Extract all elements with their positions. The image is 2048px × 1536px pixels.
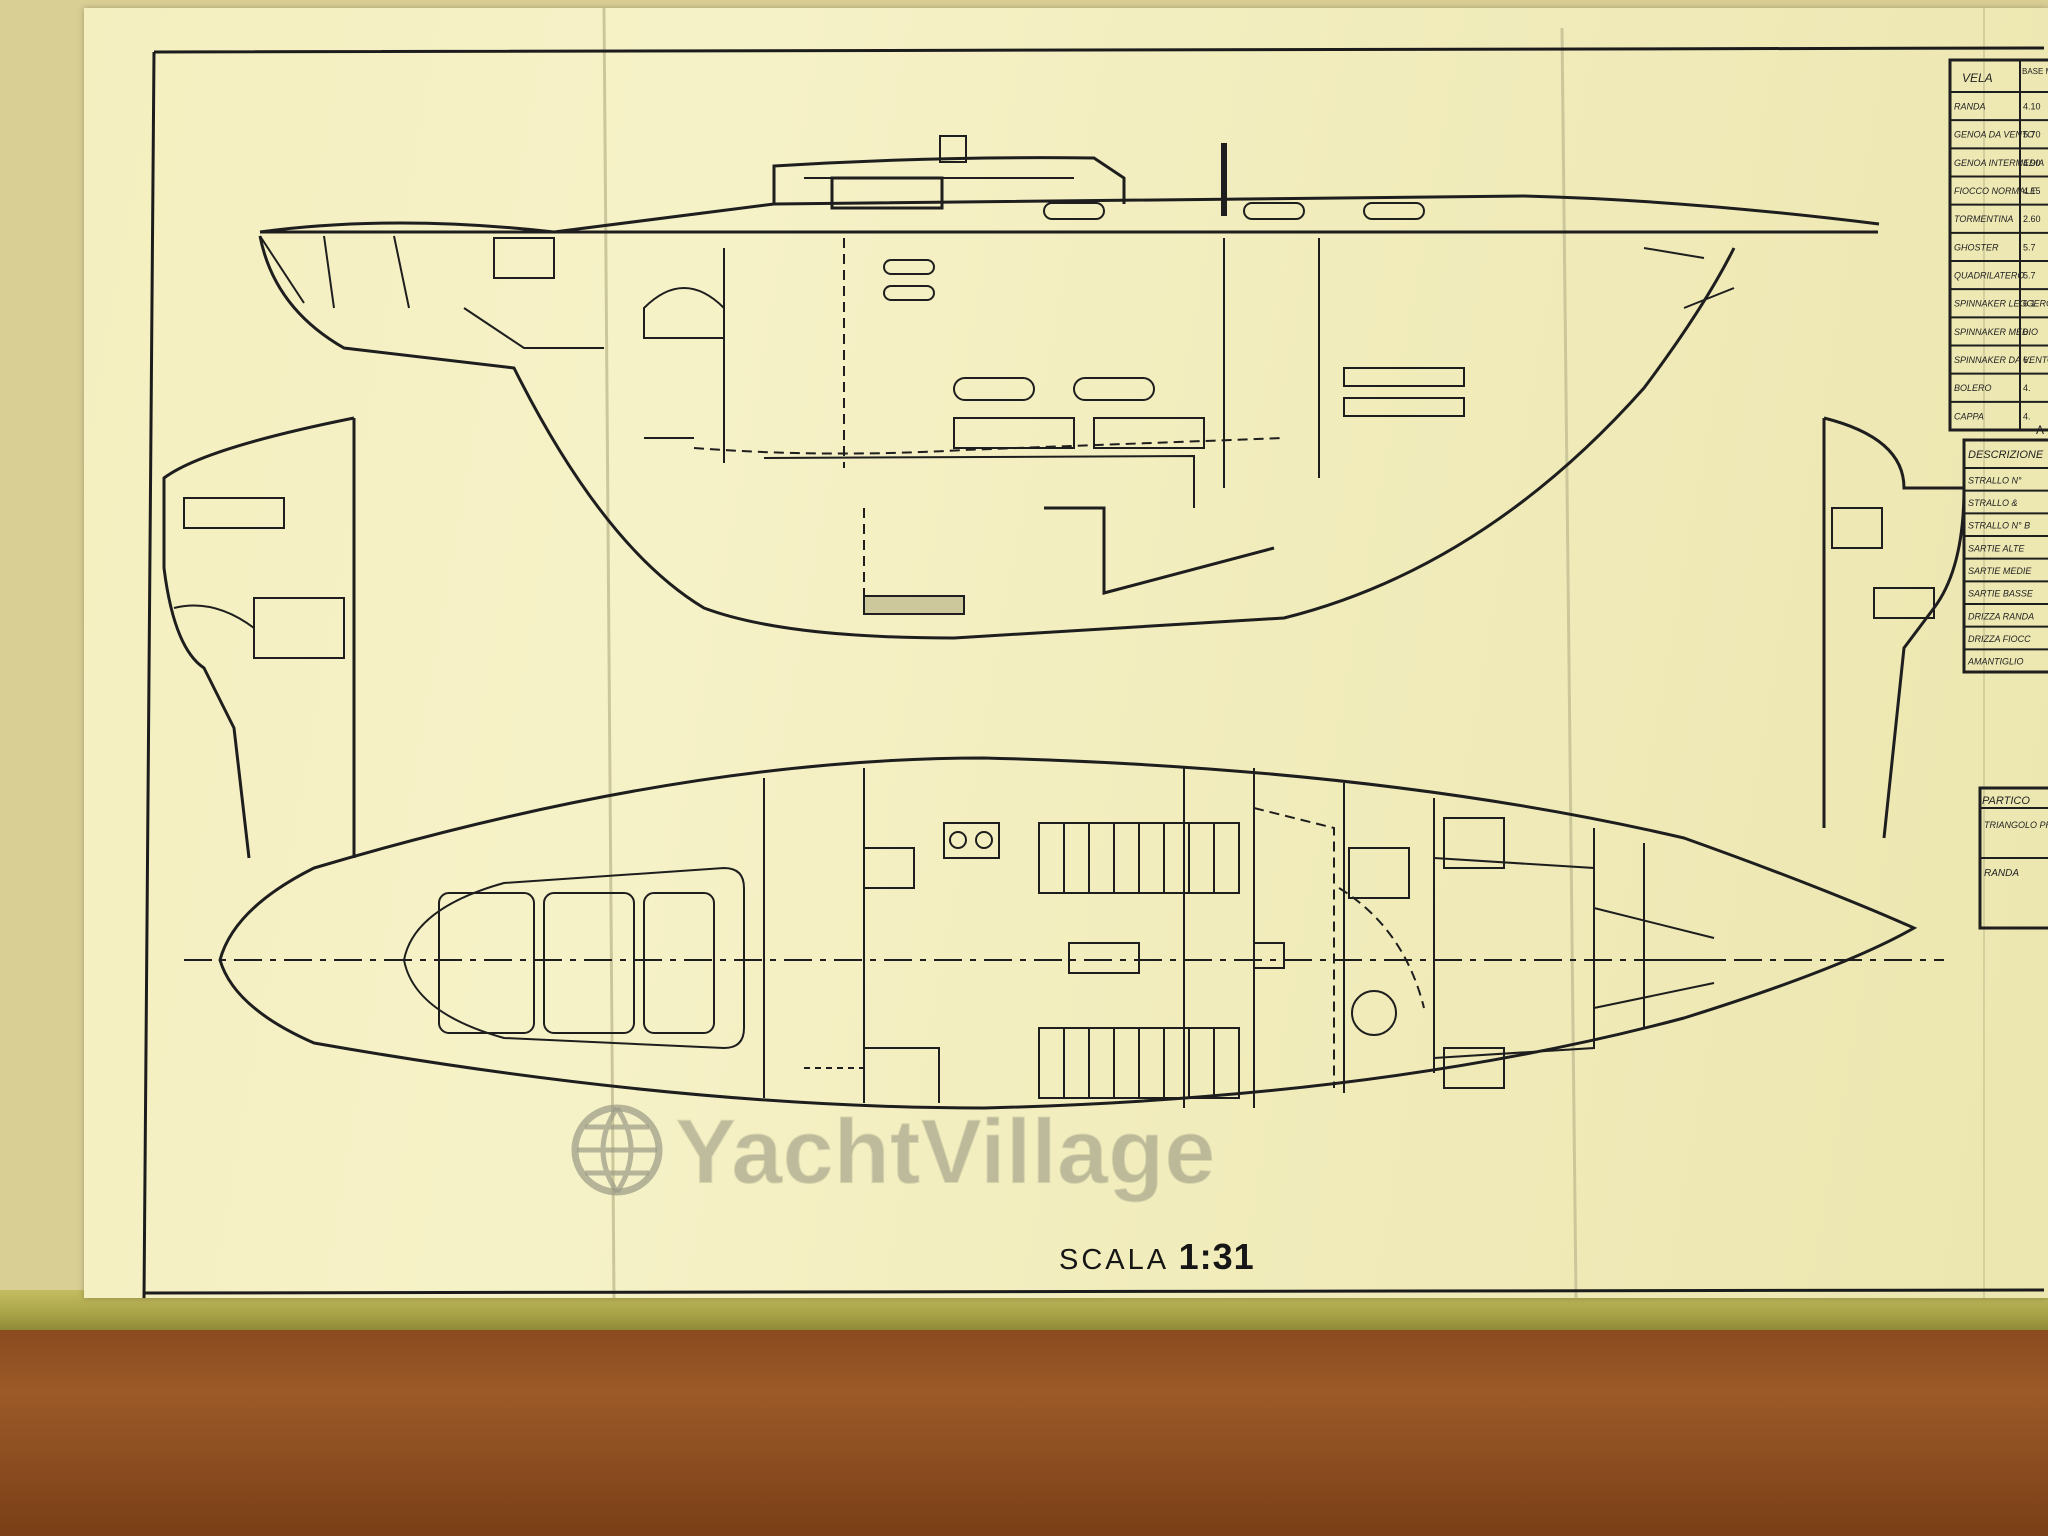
rigging-table-header: DESCRIZIONE <box>1968 449 2044 461</box>
rigging-table-cell: DRIZZA RANDA <box>1968 611 2034 621</box>
globe-icon <box>577 1106 657 1194</box>
watermark-text: YachtVillage <box>675 1101 1215 1203</box>
rigging-table-cell: SARTIE MEDIE <box>1968 566 2032 576</box>
hull-plan-view <box>184 756 1944 1110</box>
sail-table-cell-value: 6. <box>2023 327 2031 337</box>
sail-table-cell-name: TORMENTINA <box>1954 214 2013 224</box>
sail-table-cell-name: SPINNAKER LEGGERO <box>1954 299 2048 309</box>
particulars-table-header: PARTICO <box>1982 795 2030 807</box>
sail-table-cell-name: GENOA DA VENTO <box>1954 130 2034 140</box>
wooden-floor <box>0 1330 2048 1536</box>
sail-table-cell-name: QUADRILATERO <box>1954 270 2024 280</box>
sail-table-cell-name: GENOA INTERMEDIA <box>1954 158 2044 168</box>
sail-table-cell-value: 5.7 <box>2023 242 2036 252</box>
rigging-table-cell: DRIZZA FIOCC <box>1968 634 2031 644</box>
sail-table-cell-value: 4. <box>2023 411 2031 421</box>
sail-table-cell-value: 5.70 <box>2023 130 2041 140</box>
sail-table-cell-name: SPINNAKER MEDIO <box>1954 327 2038 337</box>
sail-table-cell-name: CAPPA <box>1954 411 1984 421</box>
rigging-table-cell: SARTIE BASSE <box>1968 589 2034 599</box>
sail-table-cell-name: BOLERO <box>1954 383 1992 393</box>
stern-section-view <box>162 416 356 859</box>
drawing-border <box>142 46 2045 1298</box>
rigging-table-cell: STRALLO N° <box>1968 475 2022 485</box>
sail-table-cell-value: 5.7 <box>2023 270 2036 280</box>
sail-table-cell-value: 4. <box>2023 383 2031 393</box>
particulars-table-cell: RANDA <box>1984 868 2019 879</box>
sail-table-header-vela: VELA <box>1962 71 1993 85</box>
watermark-logo: YachtVillage <box>571 1100 1216 1204</box>
hull-profile <box>258 135 1880 640</box>
scale-value: 1:31 <box>1178 1236 1255 1277</box>
scale-caption: SCALA 1:31 <box>1059 1236 1255 1278</box>
sail-table-cell-name: RANDA <box>1954 101 1986 111</box>
rigging-table: A DESCRIZIONE STRALLO N° STRALLO & STRALLO… <box>1962 423 2048 674</box>
rigging-table-header-fragment: A <box>2036 423 2044 437</box>
particulars-table-cell: TRIANGOLO PRORA <box>1984 820 2048 830</box>
rigging-table-cell: STRALLO & <box>1968 498 2018 508</box>
particulars-table: PARTICO TRIANGOLO PRORA RANDA <box>1978 786 2048 930</box>
rigging-table-cell: AMANTIGLIO <box>1967 657 2024 667</box>
sail-table-cell-name: GHOSTER <box>1954 242 1999 252</box>
sail-table-cell-value: 4.90 <box>2023 158 2041 168</box>
sail-table-cell-value: 6. <box>2023 355 2031 365</box>
sail-table-cell-value: 2.60 <box>2023 214 2041 224</box>
sail-table-cell-name: SPINNAKER DA VENTO <box>1954 355 2048 365</box>
bow-section-view <box>1822 416 1966 839</box>
sail-table-header-base: BASE MIN <box>2022 67 2048 76</box>
scale-label: SCALA <box>1059 1244 1168 1276</box>
sail-table-cell-name: FIOCCO NORMALE <box>1954 186 2037 196</box>
sail-table-cell-value: 6.1 <box>2023 299 2036 309</box>
fold-line <box>602 8 616 1298</box>
rigging-table-cell: STRALLO N° B <box>1968 521 2030 531</box>
fold-line <box>1560 27 1578 1298</box>
sail-table-cell-value: 4.15 <box>2023 186 2041 196</box>
sail-table-cell-value: 4.10 <box>2023 101 2041 111</box>
rigging-table-cell: SARTIE ALTE <box>1968 543 2025 553</box>
